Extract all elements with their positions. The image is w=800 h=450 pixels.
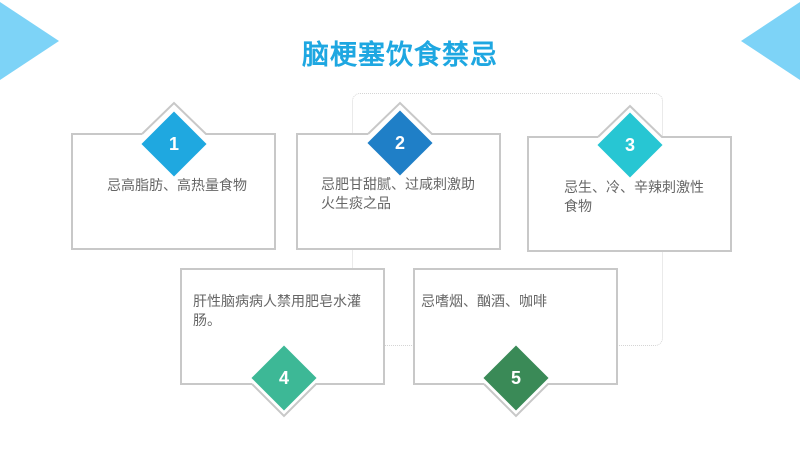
card-text-1: 忌高脂肪、高热量食物 xyxy=(107,178,247,194)
card-number-5: 5 xyxy=(510,368,521,388)
card-number-4: 4 xyxy=(278,368,289,388)
card-1: 1 忌高脂肪、高热量食物 xyxy=(71,101,276,250)
card-number-1: 1 xyxy=(168,134,179,154)
card-text-5: 忌嗜烟、酗酒、咖啡 xyxy=(421,294,547,310)
card-text-4: 肝性脑病病人禁用肥皂水灌肠。 xyxy=(193,294,361,329)
card-5: 5 忌嗜烟、酗酒、咖啡 xyxy=(413,268,618,418)
card-number-2: 2 xyxy=(394,133,405,153)
left-corner-triangle xyxy=(0,2,59,80)
card-frame xyxy=(180,268,385,418)
page-title: 脑梗塞饮食禁忌 xyxy=(302,40,498,71)
card-text-2: 忌肥甘甜腻、过咸刺激助火生痰之品 xyxy=(321,177,475,212)
right-corner-triangle xyxy=(741,2,800,80)
card-2: 2 忌肥甘甜腻、过咸刺激助火生痰之品 xyxy=(296,101,501,250)
card-3: 3 忌生、冷、辛辣刺激性食物 xyxy=(527,104,732,252)
card-4: 4 肝性脑病病人禁用肥皂水灌肠。 xyxy=(180,268,385,418)
card-number-3: 3 xyxy=(624,135,635,155)
card-frame xyxy=(296,101,501,250)
card-frame xyxy=(527,104,732,252)
card-text-3: 忌生、冷、辛辣刺激性食物 xyxy=(564,180,704,215)
card-frame xyxy=(413,268,618,418)
